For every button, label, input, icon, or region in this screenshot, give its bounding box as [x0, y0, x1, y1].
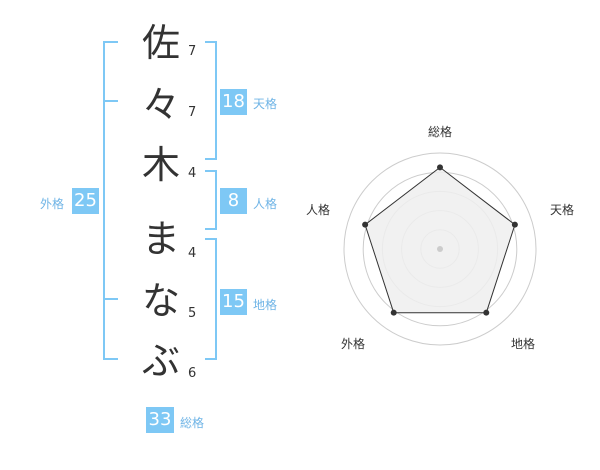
jinkaku-bracket-top [205, 170, 217, 172]
radar-label-jinkaku: 人格 [306, 203, 331, 217]
gaikaku-bracket-top [103, 41, 118, 43]
chikaku-value-badge: 15 [220, 289, 247, 315]
chikaku-bracket-bottom [205, 358, 217, 360]
radar-point-soukaku [437, 164, 443, 171]
tenkaku-bracket-vertical [215, 41, 217, 160]
tenkaku-bracket-top [205, 41, 217, 43]
jinkaku-bracket-vertical [215, 170, 217, 230]
stroke-count-4: 4 [188, 246, 197, 261]
chikaku-bracket-vertical [215, 238, 217, 360]
radar-point-chikaku [483, 309, 490, 316]
chikaku-label: 地格 [253, 298, 278, 312]
radar-label-gaikaku: 外格 [341, 337, 366, 351]
soukaku-label: 総格 [180, 416, 205, 430]
gaikaku-tick-1 [105, 100, 118, 102]
jinkaku-value-badge: 8 [220, 188, 247, 214]
radar-polygon [364, 166, 516, 314]
radar-point-tenkaku [511, 221, 518, 228]
name-char-5: な [141, 279, 180, 323]
stroke-count-1: 7 [188, 44, 197, 59]
gaikaku-bracket-vertical [103, 41, 105, 360]
soukaku-value-badge: 33 [146, 407, 174, 433]
radar-point-jinkaku [362, 221, 369, 228]
name-char-4: ま [141, 217, 180, 261]
radar-points [362, 164, 518, 316]
stroke-count-3: 4 [188, 166, 197, 181]
name-char-3: 木 [141, 143, 180, 187]
radar-label-tenkaku: 天格 [550, 203, 575, 217]
jinkaku-bracket-bottom [205, 228, 217, 230]
gaikaku-tick-2 [105, 298, 118, 300]
radar-point-gaikaku [390, 309, 397, 316]
gaikaku-bracket-bottom [103, 358, 118, 360]
name-char-1: 佐 [141, 21, 180, 65]
radar-label-soukaku: 総格 [428, 125, 453, 139]
name-char-6: ぶ [141, 339, 180, 383]
name-char-2: 々 [141, 83, 180, 127]
tenkaku-value-badge: 18 [220, 89, 247, 115]
stroke-count-5: 5 [188, 306, 197, 321]
jinkaku-label: 人格 [253, 197, 278, 211]
tenkaku-label: 天格 [253, 97, 278, 111]
stroke-count-2: 7 [188, 105, 197, 120]
radar-label-chikaku: 地格 [511, 337, 536, 351]
gaikaku-value-badge: 25 [72, 188, 99, 214]
stroke-count-6: 6 [188, 366, 197, 381]
radar-center-dot [437, 246, 443, 252]
gaikaku-label: 外格 [40, 197, 65, 211]
tenkaku-bracket-bottom [205, 158, 217, 160]
chikaku-bracket-top [205, 238, 217, 240]
